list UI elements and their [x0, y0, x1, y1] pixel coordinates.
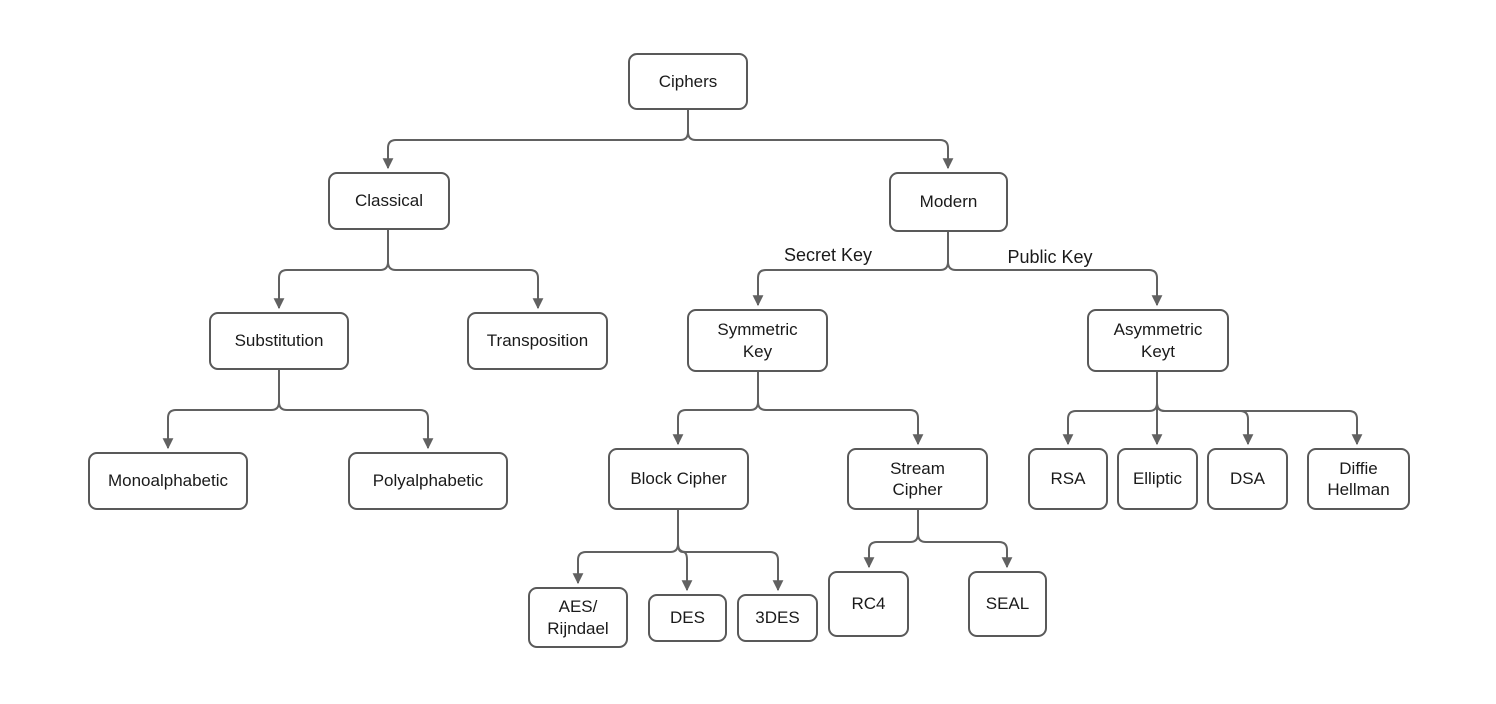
node-symmetric-key: Symmetric Key [687, 309, 828, 372]
node-classical: Classical [328, 172, 450, 230]
edge-label-public-key: Public Key [990, 247, 1110, 268]
node-substitution: Substitution [209, 312, 349, 370]
edge-classical-substitution [273, 230, 389, 310]
edge-block-cipher-aes-rijndael [572, 510, 679, 585]
node-asymmetric-keyt: Asymmetric Keyt [1087, 309, 1229, 372]
node-rsa: RSA [1028, 448, 1108, 510]
node-rc4: RC4 [828, 571, 909, 637]
edge-modern-symmetric-key [752, 232, 949, 307]
edge-symmetric-key-stream-cipher [757, 372, 924, 446]
edge-stream-cipher-rc4 [863, 510, 919, 569]
node-stream-cipher: Stream Cipher [847, 448, 988, 510]
edge-asymmetric-keyt-dsa [1156, 372, 1254, 446]
node-dsa: DSA [1207, 448, 1288, 510]
node-seal: SEAL [968, 571, 1047, 637]
edge-ciphers-modern [687, 110, 954, 170]
edge-block-cipher-3des [677, 510, 784, 592]
edge-ciphers-classical [382, 110, 689, 170]
node-monoalphabetic: Monoalphabetic [88, 452, 248, 510]
edge-stream-cipher-seal [917, 510, 1013, 569]
node-3des: 3DES [737, 594, 818, 642]
edge-symmetric-key-block-cipher [672, 372, 759, 446]
edge-label-secret-key: Secret Key [768, 245, 888, 266]
edge-asymmetric-keyt-rsa [1062, 372, 1158, 446]
node-transposition: Transposition [467, 312, 608, 370]
node-elliptic: Elliptic [1117, 448, 1198, 510]
edge-classical-transposition [387, 230, 544, 310]
node-diffie-hellman: Diffie Hellman [1307, 448, 1410, 510]
node-des: DES [648, 594, 727, 642]
node-aes-rijndael: AES/ Rijndael [528, 587, 628, 648]
node-modern: Modern [889, 172, 1008, 232]
node-ciphers: Ciphers [628, 53, 748, 110]
edge-block-cipher-des [677, 510, 693, 592]
node-polyalphabetic: Polyalphabetic [348, 452, 508, 510]
node-block-cipher: Block Cipher [608, 448, 749, 510]
edge-substitution-polyalphabetic [278, 370, 434, 450]
edge-asymmetric-keyt-diffie-hellman [1156, 372, 1363, 446]
edge-substitution-monoalphabetic [162, 370, 280, 450]
edge-modern-asymmetric-keyt [947, 232, 1163, 307]
